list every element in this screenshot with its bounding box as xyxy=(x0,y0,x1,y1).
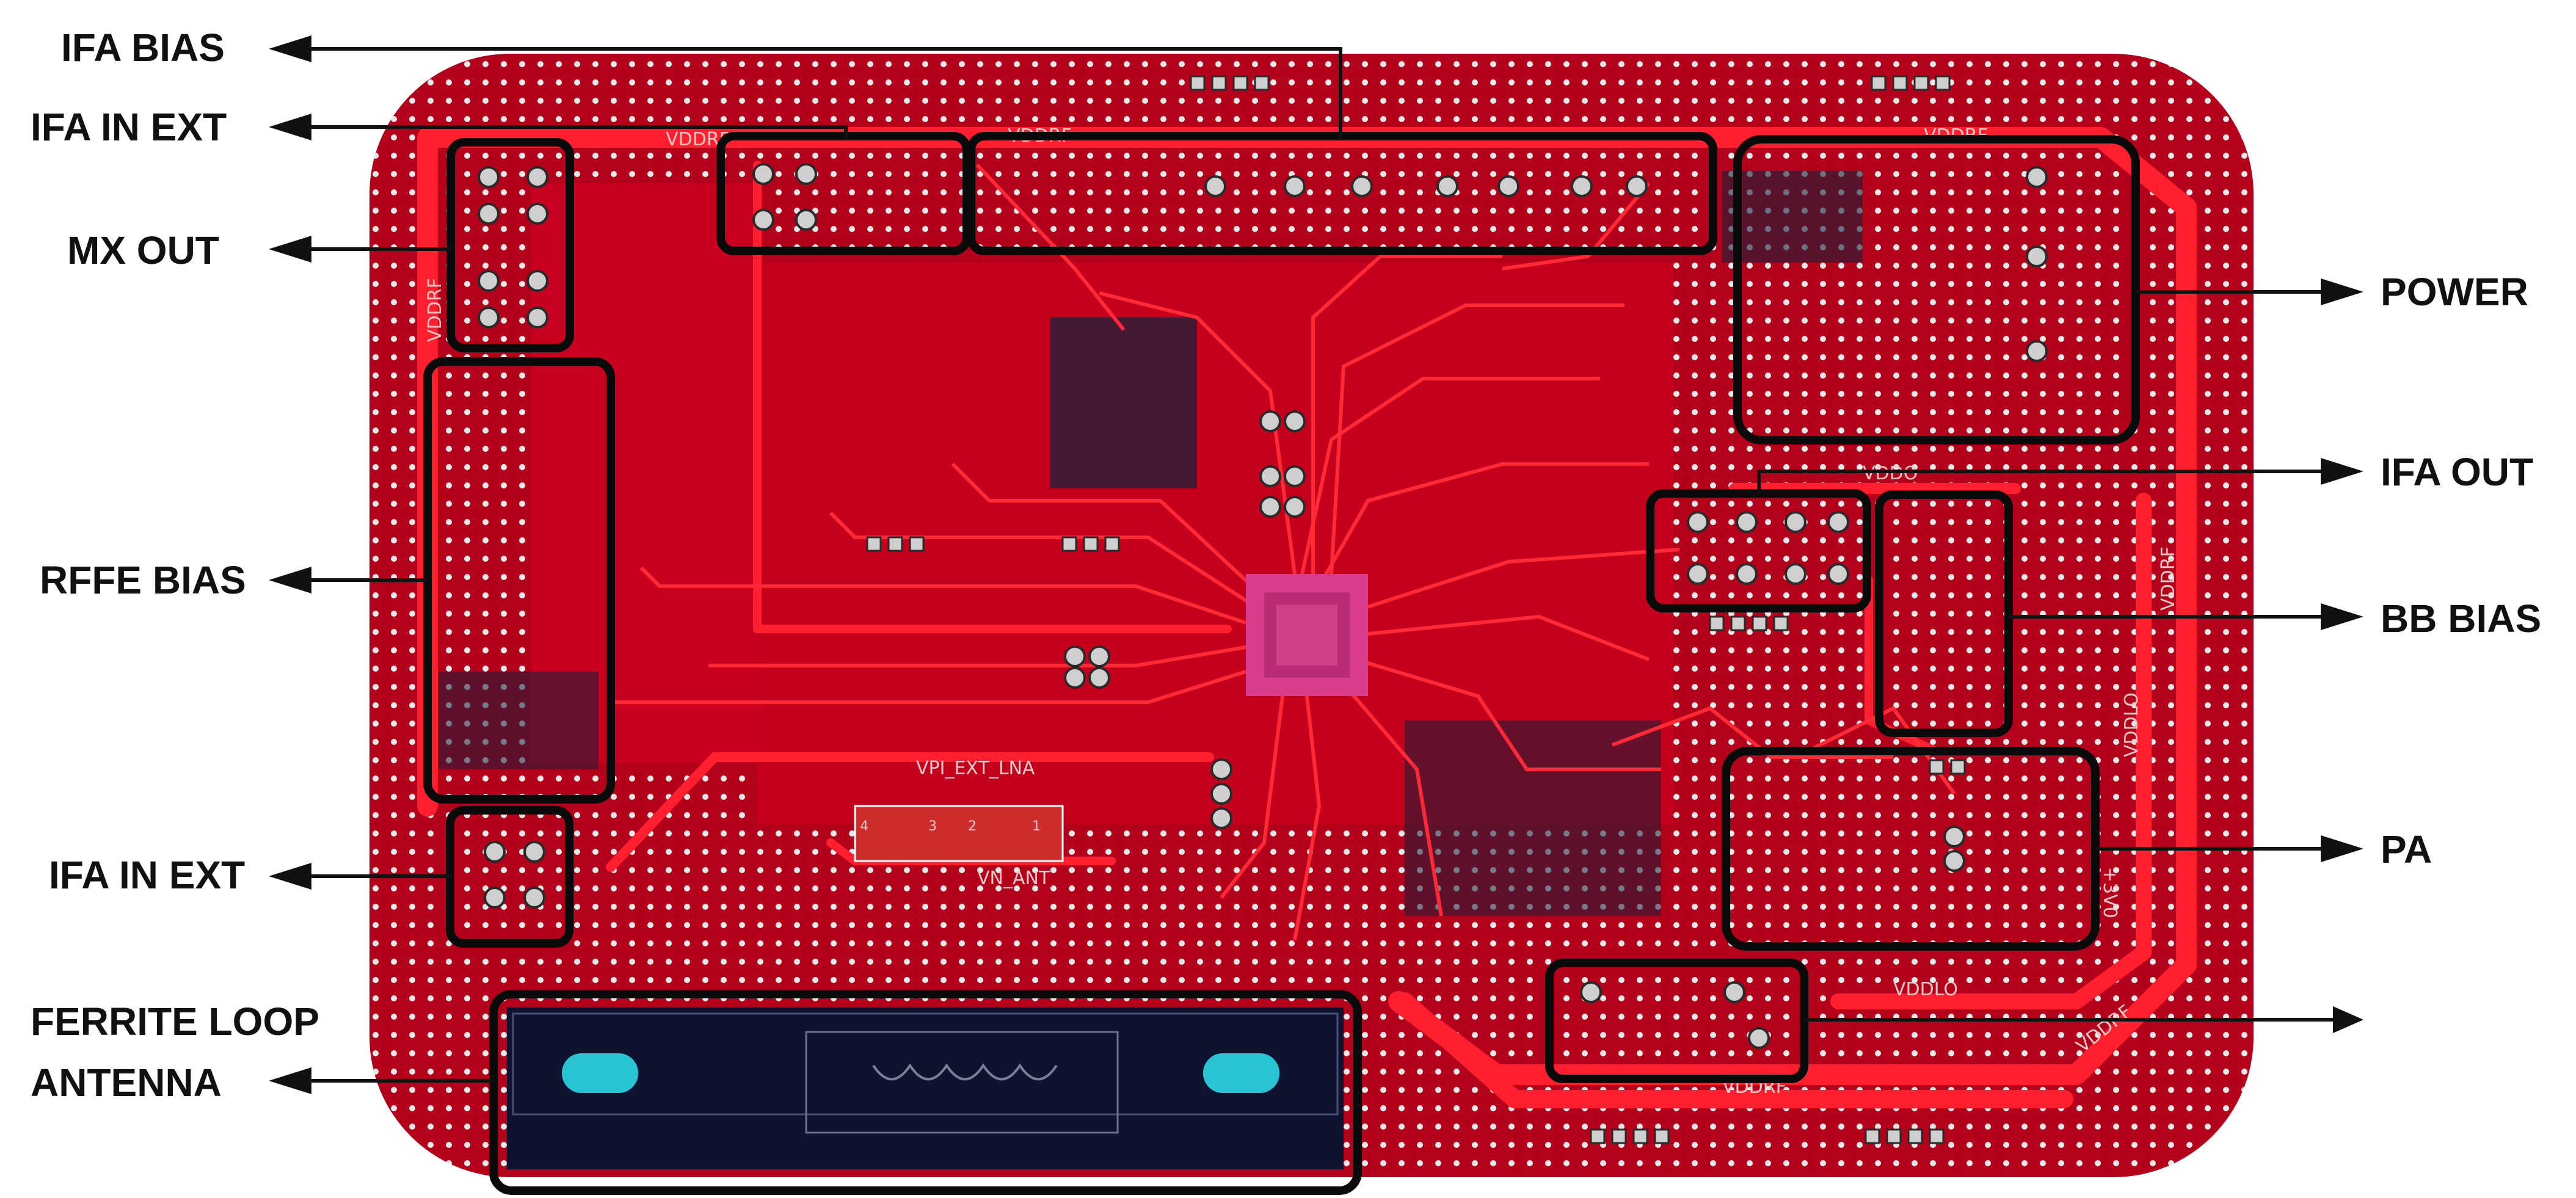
silk-vddlo-vertical: VDDLO xyxy=(2121,692,2142,757)
label-ferrite-loop: FERRITE LOOP xyxy=(31,1000,319,1044)
dark-region-left xyxy=(428,672,599,769)
arrowhead-pa xyxy=(2321,835,2363,862)
through-hole-pads xyxy=(478,163,2048,1049)
vpi-ext-lna-trace xyxy=(606,752,1214,872)
central-ic xyxy=(1246,574,1368,696)
silk-vddo: VDDO xyxy=(1863,463,1918,484)
silk-vddrf-left-vertical: VDDRF xyxy=(424,278,446,342)
leader-ifa-bias xyxy=(311,47,1342,139)
arrowhead-power xyxy=(2321,278,2363,305)
pin-label-3: 3 xyxy=(928,819,937,834)
silk-vddlo-bottom: VDDLO xyxy=(1893,979,1958,1000)
label-pa: PA xyxy=(2381,827,2432,871)
arrowhead-ifa-bias xyxy=(269,35,311,62)
leader-lines xyxy=(311,47,2333,1083)
dark-region-upper-center xyxy=(1050,318,1197,488)
antenna-pad-right xyxy=(1203,1053,1279,1093)
vddlo-trace xyxy=(1830,493,2152,1009)
header-connector: 4 3 2 1 xyxy=(854,805,1064,862)
callout-labels: IFA BIAS IFA IN EXT MX OUT RFFE BIAS IFA… xyxy=(31,26,2541,1105)
arrowhead-ifa-in-ext-top xyxy=(269,114,311,140)
outline-bb-bias xyxy=(1875,490,2013,737)
arrowhead-ifa-out xyxy=(2321,458,2363,485)
outline-mx-out xyxy=(446,138,574,352)
label-mx-out: MX OUT xyxy=(67,228,219,272)
label-ifa-in-ext-bottom: IFA IN EXT xyxy=(49,853,245,897)
component-pads xyxy=(866,75,1966,1144)
silk-vddrf-right-vertical: VDDRF xyxy=(2158,546,2179,611)
arrowheads xyxy=(269,35,2363,1094)
antenna-pad-left xyxy=(562,1053,638,1093)
arrowhead-bb-bias xyxy=(2321,603,2363,630)
label-ifa-out: IFA OUT xyxy=(2381,450,2533,494)
arrowhead-lower-block xyxy=(2333,1006,2363,1033)
label-antenna: ANTENNA xyxy=(31,1061,222,1105)
pin-label-4: 4 xyxy=(860,819,868,834)
outline-ferrite-antenna xyxy=(489,990,1362,1195)
label-rffe-bias: RFFE BIAS xyxy=(40,558,246,602)
silk-3v0: +3V0 xyxy=(2099,867,2120,918)
ferrite-antenna xyxy=(507,1007,1344,1169)
leader-ifa-in-ext-top xyxy=(311,125,848,139)
silk-vn-ant: VN_ANT xyxy=(977,868,1050,889)
label-bb-bias: BB BIAS xyxy=(2381,597,2541,641)
label-power: POWER xyxy=(2381,270,2528,314)
arrowhead-rffe-bias xyxy=(269,567,311,594)
label-ifa-in-ext-top: IFA IN EXT xyxy=(31,105,227,149)
dark-region-right xyxy=(1722,171,1863,263)
pin-label-1: 1 xyxy=(1032,819,1041,834)
pcb-board: VDDRF VDDRF VDDRF VDDRF VDDRF VDDRF VDDR… xyxy=(369,54,2254,1177)
dark-region-lower xyxy=(1405,721,1661,916)
arrowhead-ferrite xyxy=(269,1067,311,1094)
label-ifa-bias: IFA BIAS xyxy=(61,26,225,70)
arrowhead-ifa-in-ext-bottom xyxy=(269,863,311,890)
silk-vpi-ext-lna: VPI_EXT_LNA xyxy=(916,758,1035,779)
lower-right-trace xyxy=(1395,992,2073,1108)
arrowhead-mx-out xyxy=(269,236,311,263)
pin-label-2: 2 xyxy=(968,819,977,834)
outline-power xyxy=(1733,135,2140,445)
left-middle-trace xyxy=(753,161,1232,633)
leader-ifa-out xyxy=(1757,470,2321,493)
